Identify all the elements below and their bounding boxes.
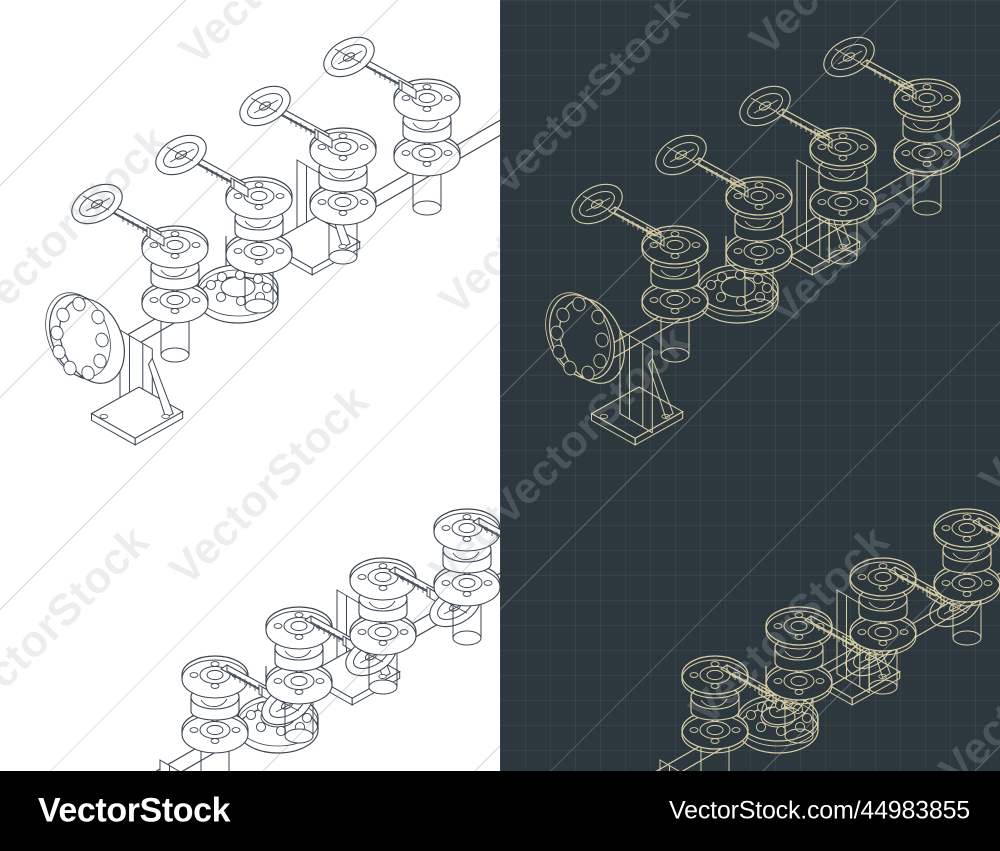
valve-assembly [765, 606, 904, 743]
handwheel [732, 77, 798, 135]
valve-assembly [681, 655, 820, 771]
vectorstock-url[interactable]: VectorStock.com/44983855 [669, 796, 970, 825]
handwheel [648, 126, 714, 184]
footer-bar: VectorStock VectorStock.com/44983855 [0, 771, 1000, 851]
valve-assembly [564, 175, 709, 362]
valve-assembly [316, 28, 461, 215]
valve-assembly [732, 77, 877, 264]
handwheel [564, 175, 630, 233]
valve-assembly [349, 557, 488, 694]
technical-drawing-dark [533, 28, 1000, 771]
valve-assembly [265, 606, 404, 743]
handwheel [316, 28, 382, 86]
artwork-panel-light: VectorStock VectorStock VectorStock Vect… [0, 0, 500, 771]
valve-assembly [849, 557, 988, 694]
flange [809, 127, 877, 171]
valve-stem [108, 206, 165, 247]
support-stand [630, 759, 724, 771]
valve-assembly [148, 126, 293, 313]
valve-stem [192, 157, 249, 198]
valve-assembly [64, 175, 209, 362]
view-lower-dark [630, 508, 1000, 771]
view-upper-dark [533, 28, 1000, 446]
valve-stem [360, 59, 417, 100]
valve-assembly [181, 655, 320, 771]
valve-assembly [933, 508, 1000, 645]
flange [893, 78, 961, 122]
handwheel [232, 77, 298, 135]
handwheel [64, 175, 130, 233]
valve-assembly [433, 508, 500, 645]
flange [641, 225, 709, 269]
valve-assembly [232, 77, 377, 264]
handwheel [816, 28, 882, 86]
flange [725, 176, 793, 220]
technical-drawing-light [33, 28, 500, 771]
valve-assembly [648, 126, 793, 313]
valve-assembly [816, 28, 961, 215]
valve-stem [276, 108, 333, 149]
support-stand [130, 759, 224, 771]
vectorstock-logo[interactable]: VectorStock [38, 791, 231, 830]
view-upper-light [33, 28, 500, 446]
artwork-panel-dark: VectorStock VectorStock VectorStock Vect… [500, 0, 1000, 771]
view-lower-light [130, 508, 500, 771]
handwheel [148, 126, 214, 184]
